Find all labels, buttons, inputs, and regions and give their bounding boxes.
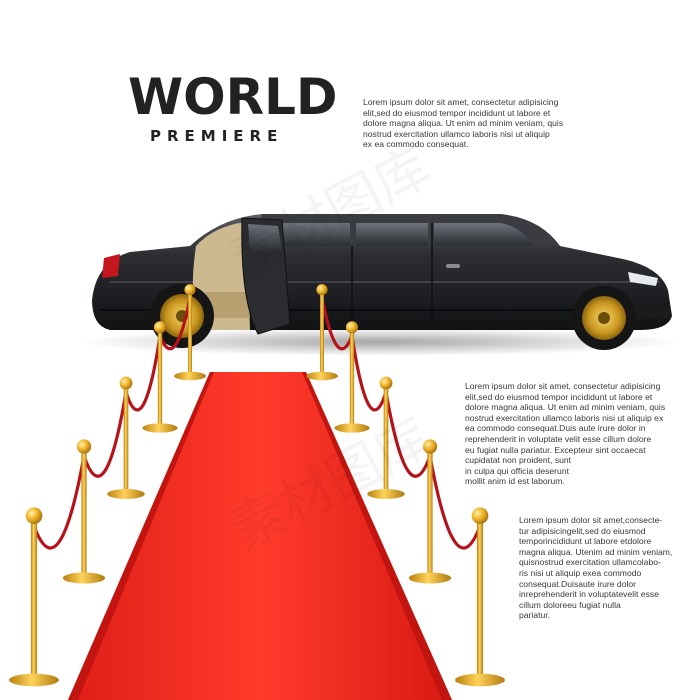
- stanchion-finial: [345, 321, 359, 334]
- velvet-rope: [350, 334, 388, 412]
- stanchion-finial: [119, 376, 133, 390]
- text-block-top: Lorem ipsum dolor sit amet, consectetur …: [363, 97, 564, 150]
- stanchion-base: [174, 371, 206, 381]
- stanchion-post: [157, 330, 163, 428]
- stanchion-post: [123, 386, 129, 494]
- velvet-rope: [32, 454, 86, 550]
- stanchion-base: [107, 489, 145, 499]
- headline-subtitle: PREMIERE: [150, 127, 284, 145]
- velvet-rope: [124, 334, 162, 412]
- velvet-rope: [320, 296, 354, 351]
- velvet-rope: [428, 454, 482, 550]
- red-carpet: [68, 372, 452, 700]
- stanchion-post: [188, 292, 192, 376]
- stanchion-base: [408, 572, 452, 584]
- stanchion-post: [81, 450, 87, 578]
- stanchion-base: [367, 489, 405, 499]
- stanchion-finial: [153, 321, 167, 334]
- stanchion-post: [383, 386, 389, 494]
- headline-title: WORLD: [128, 68, 338, 126]
- stanchion-base: [62, 572, 106, 584]
- stanchion-post: [476, 520, 484, 680]
- stanchion-finial: [471, 507, 489, 524]
- text-block-middle: Lorem ipsum dolor sit amet, consectetur …: [465, 381, 666, 487]
- stanchion-finial: [25, 507, 43, 524]
- stanchion-finial: [316, 284, 328, 296]
- stanchion-base: [455, 673, 505, 687]
- stanchion-finial: [76, 439, 92, 454]
- velvet-rope: [82, 390, 128, 478]
- stanchion-finial: [422, 439, 438, 454]
- car-shadow: [80, 328, 680, 356]
- limousine-illustration: [92, 214, 672, 350]
- stanchion-base: [306, 371, 338, 381]
- stanchion-post: [349, 330, 355, 428]
- stanchion-base: [334, 423, 370, 433]
- stanchion-finial: [184, 284, 196, 296]
- stanchion-post: [427, 450, 433, 578]
- velvet-rope: [158, 296, 192, 351]
- text-block-bottom: Lorem ipsum dolor sit amet,consecte- tur…: [519, 515, 673, 621]
- stanchion-post: [30, 520, 38, 680]
- stanchion-rope-barrier: [9, 284, 505, 687]
- velvet-rope: [384, 390, 432, 478]
- stanchion-base: [142, 423, 178, 433]
- stanchion-base: [9, 673, 59, 687]
- stanchion-finial: [379, 376, 393, 390]
- stanchion-post: [320, 292, 324, 376]
